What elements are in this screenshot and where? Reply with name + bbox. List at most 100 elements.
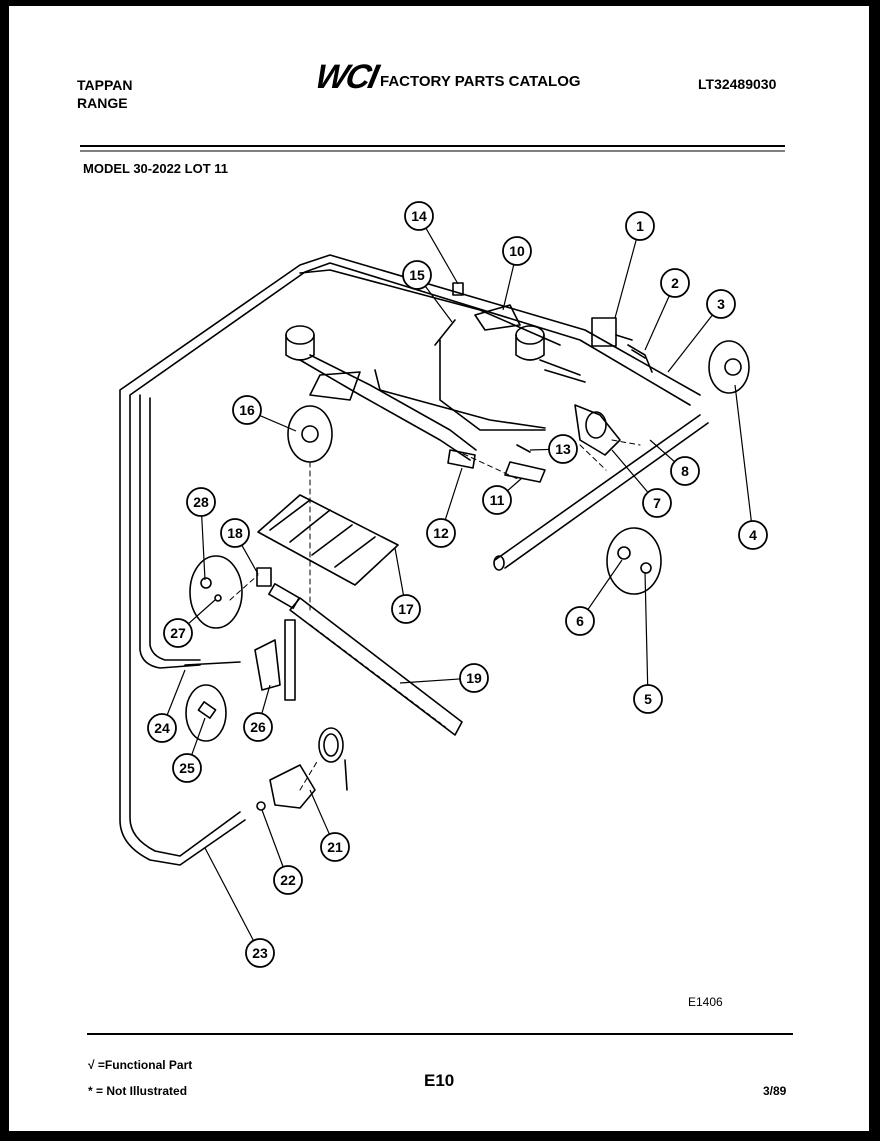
callout-number: 4 [749, 527, 757, 543]
callout-number: 25 [179, 760, 195, 776]
knob-6 [617, 546, 631, 560]
callout-number: 8 [681, 463, 689, 479]
center-tube [374, 369, 546, 429]
callout-bubble [642, 488, 672, 518]
callout-17: 17 [391, 594, 421, 624]
pressure-regulator [591, 317, 617, 347]
callout-bubble [273, 865, 303, 895]
callout-bubble [163, 618, 193, 648]
front-manifold-pipe [494, 414, 709, 569]
callout-6: 6 [565, 606, 595, 636]
callout-leader-18 [241, 544, 259, 575]
callout-bubble [147, 713, 177, 743]
callout-bubble [243, 712, 273, 742]
thermostat-ring-inner [323, 733, 339, 757]
callout-number: 21 [327, 839, 343, 855]
callout-24: 24 [147, 713, 177, 743]
callout-number: 12 [433, 525, 449, 541]
callout-8: 8 [670, 456, 700, 486]
callout-number: 23 [252, 945, 268, 961]
callout-leader-14 [425, 227, 459, 285]
fitting-2 [631, 349, 646, 359]
left-burner-bracket [309, 371, 361, 401]
callout-leader-12 [444, 467, 463, 520]
callout-bubble [404, 201, 434, 231]
top-tube-long [439, 339, 546, 431]
manifold-end [493, 555, 505, 571]
callout-bubble [232, 395, 262, 425]
knob-27-28-disc [189, 555, 243, 629]
callout-22: 22 [273, 865, 303, 895]
valve-assembly [574, 404, 621, 456]
callout-18: 18 [220, 518, 250, 548]
left-burner-head [285, 325, 315, 345]
callout-leader-2 [644, 295, 670, 351]
callout-bubble [738, 520, 768, 550]
callout-28: 28 [186, 487, 216, 517]
knob-16-disc [287, 405, 333, 463]
callout-leader-28 [201, 515, 206, 581]
callout-bubble [426, 518, 456, 548]
brand-name: TAPPAN [77, 77, 133, 93]
catalog-title: FACTORY PARTS CATALOG [380, 73, 581, 90]
callout-bubble [245, 938, 275, 968]
callout-leader-3 [667, 314, 713, 373]
alignment-lines [229, 439, 641, 791]
figure-code: E1406 [688, 995, 723, 1009]
callout-4: 4 [738, 520, 768, 550]
knob-16-stem [301, 425, 319, 443]
callout-leader-5 [644, 571, 649, 686]
tube-15 [434, 319, 456, 346]
thermostat-ring [318, 727, 344, 763]
fitting-11 [504, 461, 546, 483]
callout-10: 10 [502, 236, 532, 266]
callout-bubble [459, 663, 489, 693]
callout-number: 2 [671, 275, 679, 291]
callout-1: 1 [625, 211, 655, 241]
knob-25-disc [185, 684, 227, 742]
callout-number: 10 [509, 243, 525, 259]
thermostat-body [269, 764, 316, 809]
callout-leader-13 [529, 448, 550, 451]
callout-3: 3 [706, 289, 736, 319]
callout-leader-25 [191, 717, 206, 756]
left-burner-body [285, 334, 315, 361]
callout-12: 12 [426, 518, 456, 548]
callout-number: 11 [490, 492, 505, 508]
callout-bubble [502, 236, 532, 266]
callout-bubble [548, 434, 578, 464]
catalog-number: LT32489030 [698, 76, 777, 92]
gasket-18 [256, 567, 272, 587]
callout-leader-4 [734, 384, 752, 522]
pilot-bracket [254, 639, 281, 691]
callout-leader-15 [424, 285, 453, 323]
callout-leader-27 [188, 599, 216, 625]
callout-number: 6 [576, 613, 584, 629]
callout-bubble [625, 211, 655, 241]
callout-19: 19 [459, 663, 489, 693]
callout-number: 28 [193, 494, 209, 510]
callout-leader-22 [261, 809, 284, 868]
callout-number: 24 [154, 720, 170, 736]
callout-27: 27 [163, 618, 193, 648]
callout-7: 7 [642, 488, 672, 518]
callout-bubble [670, 456, 700, 486]
callout-leader-23 [204, 847, 255, 941]
callout-2: 2 [660, 268, 690, 298]
right-burner-body [515, 334, 545, 361]
callout-number: 18 [227, 525, 243, 541]
heat-shield-fold [269, 499, 376, 568]
knob-25-stem [197, 701, 217, 719]
callout-leader-1 [614, 239, 637, 319]
callout-leader-8 [649, 439, 675, 463]
orifice-24 [184, 661, 241, 666]
knob-28 [200, 577, 212, 589]
callout-number: 1 [636, 218, 644, 234]
oven-burner-bracket [268, 583, 300, 609]
callout-leader-26 [261, 684, 271, 714]
pilot-tube-left [139, 394, 201, 669]
knob-27 [214, 594, 222, 602]
callout-26: 26 [243, 712, 273, 742]
callout-5: 5 [633, 684, 663, 714]
callout-leader-21 [309, 789, 330, 835]
